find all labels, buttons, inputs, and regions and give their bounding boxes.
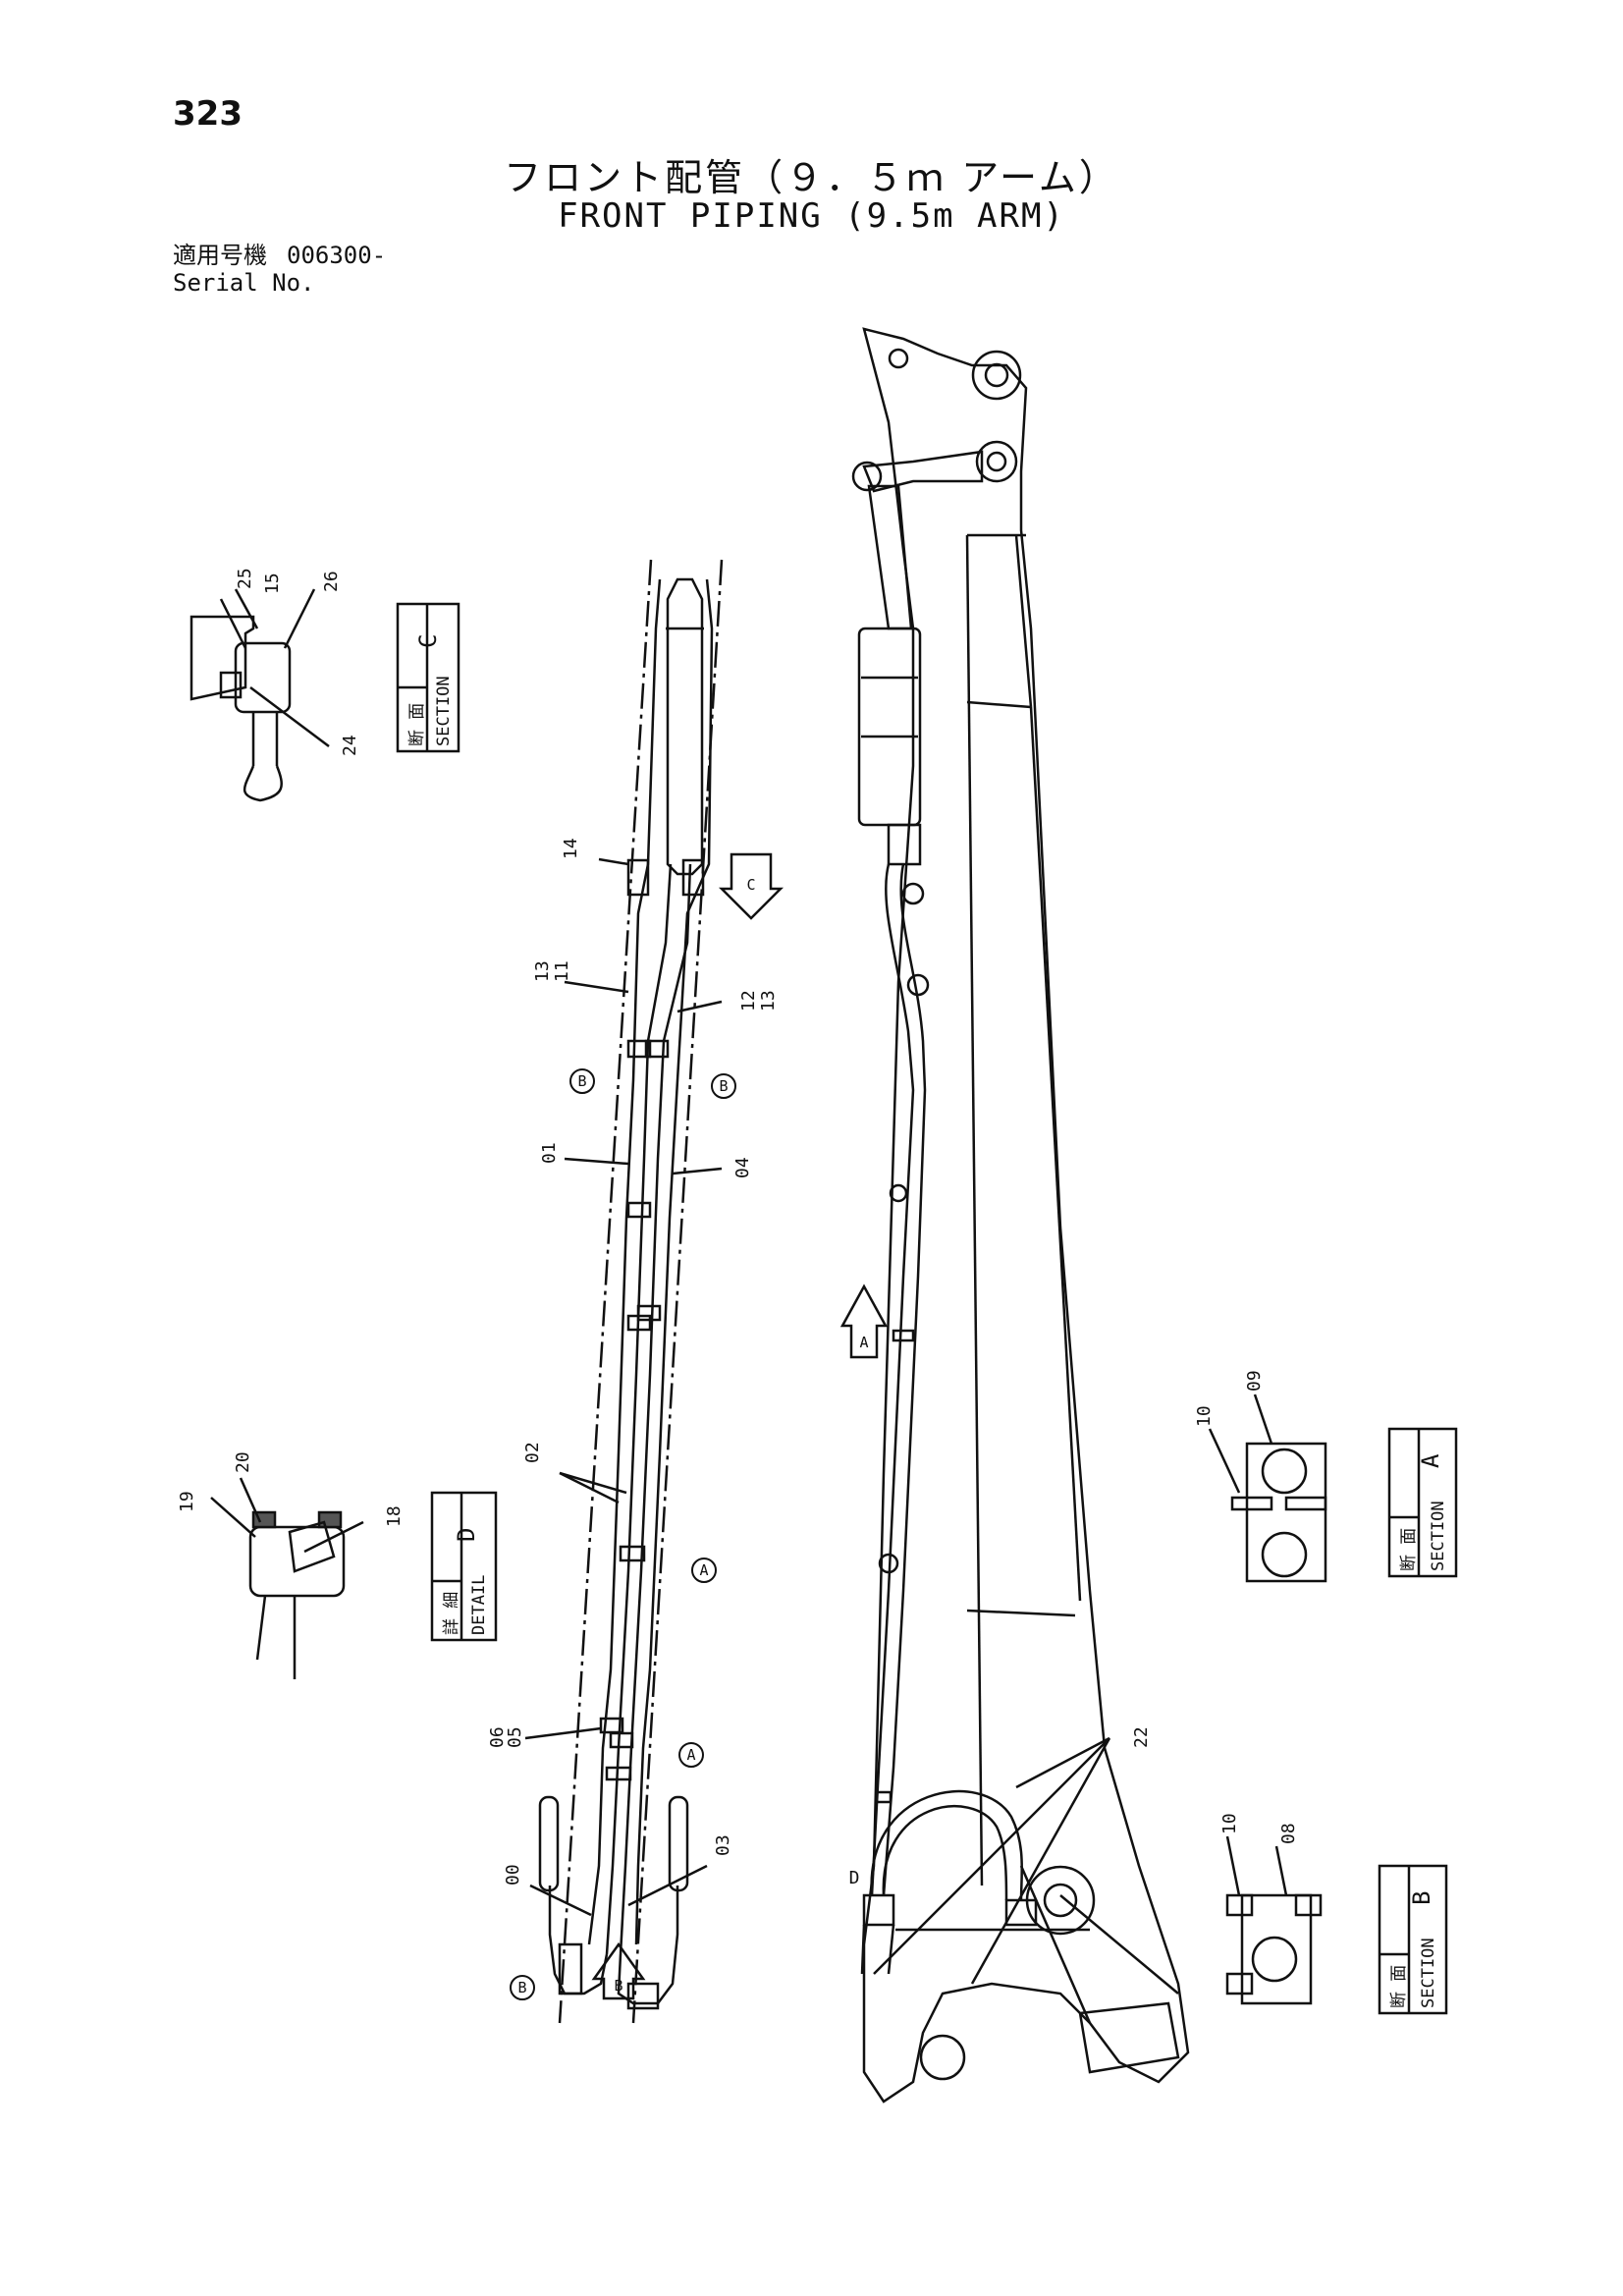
callout-b-3: B [517,1979,526,1996]
section-b-letter: B [1408,1891,1435,1905]
piping-layout [538,559,784,2024]
title-japanese: フロント配管（９．５ｍ アーム） [504,156,1119,199]
arrow-a-label: A [859,1334,868,1351]
part-15: 15 [262,573,283,594]
part-01: 01 [539,1142,560,1164]
part-12: 12 [738,990,759,1011]
detail-d-letter: D [453,1528,480,1542]
page-number: 323 [173,94,243,134]
section-a-sketch [1208,1394,1458,1583]
callout-d: D [849,1868,860,1888]
part-10-section-b: 10 [1219,1813,1240,1834]
section-a-letter: A [1417,1453,1444,1468]
section-a-en: SECTION [1429,1501,1448,1571]
part-18: 18 [384,1505,405,1527]
part-05: 05 [505,1726,525,1748]
part-08: 08 [1278,1823,1299,1844]
part-04: 04 [732,1157,753,1178]
section-c-letter: C [414,634,442,648]
part-14: 14 [561,838,581,859]
part-22: 22 [1131,1726,1152,1748]
part-19: 19 [177,1491,197,1512]
part-03: 03 [713,1834,733,1856]
serial-label-japanese: 適用号機 [173,242,267,269]
serial-label-english: Serial No. [173,269,315,297]
section-c-sketch [189,588,460,802]
arrow-b-label: B [614,1977,622,1995]
part-13-left: 13 [532,960,553,982]
section-b-jp: 断 面 [1389,1965,1409,2008]
part-20: 20 [233,1451,253,1473]
part-09: 09 [1244,1370,1265,1392]
callout-b-2: B [719,1077,728,1095]
section-b-sketch [1225,1835,1448,2015]
detail-d-sketch [210,1477,498,1679]
section-c-jp: 断 面 [407,703,427,746]
part-11: 11 [552,960,572,982]
part-24: 24 [340,735,360,756]
part-25: 25 [235,568,255,589]
arrow-c-label: C [746,876,755,894]
part-06: 06 [487,1726,508,1748]
part-26: 26 [321,571,342,592]
part-10-section-a: 10 [1194,1405,1215,1427]
title-english: FRONT PIPING (9.5m ARM) [558,196,1065,236]
part-00: 00 [503,1864,523,1886]
arm-outline [839,327,1190,2104]
detail-d-jp: 詳 細 [442,1592,461,1635]
section-a-jp: 断 面 [1399,1528,1419,1571]
callout-b-1: B [577,1072,586,1090]
callout-a-1: A [699,1561,708,1579]
serial-block: 適用号機 006300- Serial No. [173,242,386,297]
callout-a-2: A [686,1746,695,1764]
part-13-right: 13 [758,990,779,1011]
detail-d-en: DETAIL [469,1575,489,1635]
part-02: 02 [522,1442,543,1463]
serial-value: 006300- [287,242,387,269]
section-b-en: SECTION [1419,1938,1438,2008]
section-c-en: SECTION [434,676,454,746]
